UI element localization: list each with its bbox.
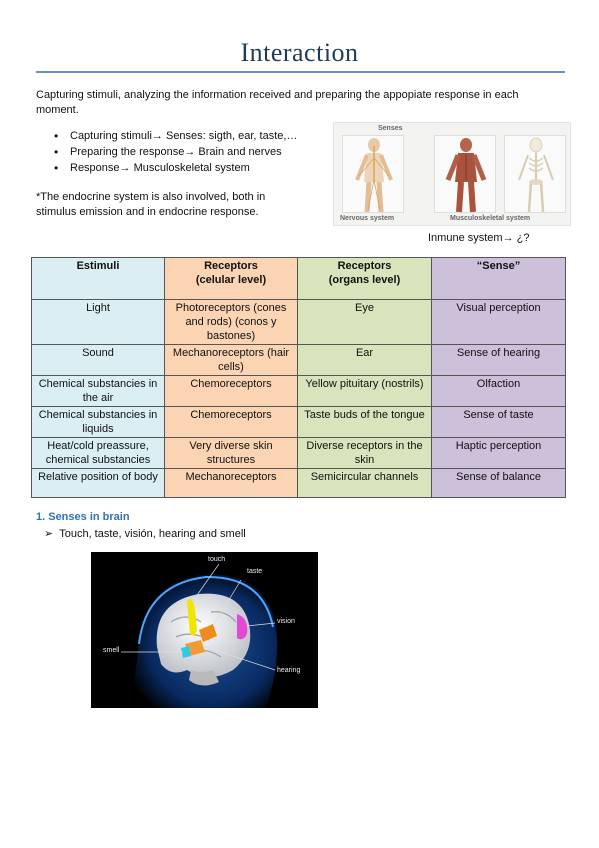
- table-cell: Sense of hearing: [431, 344, 566, 376]
- table-row: Sound Mechanoreceptors (hair cells) Ear …: [31, 344, 566, 376]
- table-row: Light Photoreceptors (cones and rods) (c…: [31, 299, 566, 345]
- table-cell: Olfaction: [431, 375, 566, 407]
- table-cell: Sense of balance: [431, 468, 566, 498]
- table-cell: Light: [31, 299, 165, 345]
- endocrine-note: *The endocrine system is also involved, …: [36, 191, 266, 218]
- brain-senses-image: touch taste vision smell hearing: [91, 552, 318, 708]
- figure-caption: Nervous system: [340, 215, 395, 222]
- table-cell: Diverse receptors in the skin: [297, 437, 432, 469]
- musculoskeletal-skeleton-image: [504, 135, 566, 213]
- section-list-item: ➢ Touch, taste, visión, hearing and smell: [44, 527, 246, 540]
- table-cell: Photoreceptors (cones and rods) (conos y…: [164, 299, 298, 345]
- body-systems-figure: Senses Nervous system Mus: [333, 122, 571, 226]
- table-cell: Yellow pituitary (nostrils): [297, 375, 432, 407]
- table-cell: Chemoreceptors: [164, 375, 298, 407]
- table-cell: Taste buds of the tongue: [297, 406, 432, 438]
- bullet-list: Capturing stimuli→ Senses: sigth, ear, t…: [50, 128, 340, 176]
- title-underline: [36, 71, 565, 73]
- figure-caption: Musculoskeletal system: [450, 215, 531, 222]
- column-header-cellular-receptors: Receptors (celular level): [164, 257, 298, 300]
- immune-system-note: Inmune system→ ¿?: [428, 232, 530, 244]
- table-row: Heat/cold preassure, chemical substancie…: [31, 437, 566, 469]
- table-cell: Visual perception: [431, 299, 566, 345]
- bullet-item: Preparing the response→ Brain and nerves: [50, 144, 340, 160]
- table-row: Relative position of body Mechanorecepto…: [31, 468, 566, 498]
- figure-header: Senses: [378, 125, 403, 132]
- page-title: Interaction: [240, 38, 359, 67]
- table-cell: Chemical substancies in liquids: [31, 406, 165, 438]
- bullet-item: Response→ Musculoskeletal system: [50, 160, 340, 176]
- table-cell: Relative position of body: [31, 468, 165, 498]
- senses-table: Estimuli Receptors (celular level) Recep…: [31, 257, 566, 498]
- arrow-bullet-icon: ➢: [44, 528, 54, 540]
- musculoskeletal-muscle-image: [434, 135, 496, 213]
- table-cell: Ear: [297, 344, 432, 376]
- table-cell: Eye: [297, 299, 432, 345]
- table-cell: Sense of taste: [431, 406, 566, 438]
- column-header-organ-receptors: Receptors (organs level): [297, 257, 432, 300]
- brain-label-hearing: hearing: [277, 667, 301, 674]
- brain-label-vision: vision: [277, 618, 295, 625]
- brain-label-smell: smell: [103, 647, 120, 654]
- table-cell: Semicircular channels: [297, 468, 432, 498]
- bullet-item: Capturing stimuli→ Senses: sigth, ear, t…: [50, 128, 340, 144]
- table-cell: Mechanoreceptors: [164, 468, 298, 498]
- section-list-item-text: Touch, taste, visión, hearing and smell: [59, 528, 246, 540]
- table-cell: Very diverse skin structures: [164, 437, 298, 469]
- section-heading: 1. Senses in brain: [36, 511, 130, 523]
- nervous-system-image: [342, 135, 404, 213]
- table-cell: Mechanoreceptors (hair cells): [164, 344, 298, 376]
- table-cell: Heat/cold preassure, chemical substancie…: [31, 437, 165, 469]
- table-row: Chemical substancies in liquids Chemorec…: [31, 406, 566, 438]
- intro-paragraph: Capturing stimuli, analyzing the informa…: [36, 89, 519, 116]
- table-row: Chemical substancies in the air Chemorec…: [31, 375, 566, 407]
- table-cell: Haptic perception: [431, 437, 566, 469]
- table-cell: Chemical substancies in the air: [31, 375, 165, 407]
- table-cell: Chemoreceptors: [164, 406, 298, 438]
- column-header-stimuli: Estimuli: [31, 257, 165, 300]
- table-header-row: Estimuli Receptors (celular level) Recep…: [31, 257, 566, 300]
- column-header-sense: “Sense”: [431, 257, 566, 300]
- table-cell: Sound: [31, 344, 165, 376]
- brain-label-touch: touch: [208, 556, 226, 563]
- brain-label-taste: taste: [247, 568, 263, 575]
